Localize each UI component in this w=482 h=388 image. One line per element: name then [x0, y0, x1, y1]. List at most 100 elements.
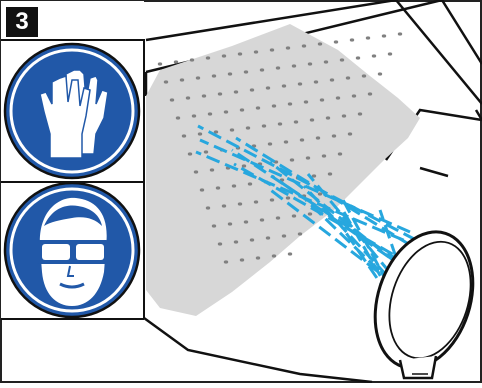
nozzle-dot: [266, 86, 270, 89]
nozzle-dot: [366, 36, 370, 39]
nozzle-dot: [290, 158, 294, 161]
nozzle-dot: [310, 118, 314, 121]
nozzle-dot: [244, 70, 248, 73]
nozzle-dot: [158, 62, 162, 65]
nozzle-dot: [250, 88, 254, 91]
nozzle-dot: [182, 134, 186, 137]
nozzle-dot: [254, 50, 258, 53]
nozzle-dot: [284, 140, 288, 143]
nozzle-dot: [222, 54, 226, 57]
nozzle-dot: [218, 242, 222, 245]
nozzle-dot: [340, 58, 344, 61]
nozzle-dot: [210, 168, 214, 171]
nozzle-dot: [246, 126, 250, 129]
nozzle-dot: [346, 76, 350, 79]
nozzle-dot: [240, 258, 244, 261]
nozzle-dot: [198, 132, 202, 135]
nozzle-dot: [324, 60, 328, 63]
nozzle-dot: [368, 92, 372, 95]
nozzle-dot: [248, 182, 252, 185]
nozzle-dot: [320, 98, 324, 101]
nozzle-dot: [240, 108, 244, 111]
nozzle-dot: [356, 56, 360, 59]
nozzle-dot: [196, 76, 200, 79]
nozzle-dot: [268, 142, 272, 145]
nozzle-dot: [278, 122, 282, 125]
nozzle-dot: [222, 204, 226, 207]
nozzle-dot: [358, 112, 362, 115]
nozzle-dot: [218, 92, 222, 95]
nozzle-dot: [186, 96, 190, 99]
nozzle-dot: [192, 114, 196, 117]
nozzle-dot: [352, 94, 356, 97]
nozzle-dot: [330, 78, 334, 81]
nozzle-dot: [350, 38, 354, 41]
nozzle-dot: [382, 34, 386, 37]
nozzle-dot: [308, 212, 312, 215]
nozzle-dot: [200, 188, 204, 191]
step-number-badge: 3: [6, 7, 38, 37]
nozzle-dot: [316, 136, 320, 139]
nozzle-dot: [212, 74, 216, 77]
nozzle-dot: [254, 200, 258, 203]
nozzle-dot: [372, 54, 376, 57]
nozzle-dot: [298, 232, 302, 235]
nozzle-dot: [292, 214, 296, 217]
nozzle-dot: [188, 152, 192, 155]
nozzle-dot: [332, 134, 336, 137]
nozzle-dot: [228, 222, 232, 225]
nozzle-dot: [276, 216, 280, 219]
nozzle-dot: [224, 260, 228, 263]
protective-gloves-sign: [5, 44, 139, 178]
nozzle-dot: [282, 84, 286, 87]
nozzle-dot: [194, 170, 198, 173]
nozzle-dot: [286, 46, 290, 49]
nozzle-dot: [224, 110, 228, 113]
nozzle-dot: [238, 202, 242, 205]
nozzle-dot: [270, 48, 274, 51]
nozzle-dot: [234, 90, 238, 93]
nozzle-dot: [190, 58, 194, 61]
nozzle-dot: [288, 102, 292, 105]
nozzle-dot: [262, 124, 266, 127]
nozzle-dot: [234, 240, 238, 243]
nozzle-dot: [176, 116, 180, 119]
nozzle-dot: [180, 78, 184, 81]
nozzle-dot: [306, 156, 310, 159]
nozzle-dot: [174, 60, 178, 63]
nozzle-dot: [322, 154, 326, 157]
nozzle-dot: [298, 82, 302, 85]
nozzle-dot: [338, 152, 342, 155]
nozzle-dot: [206, 206, 210, 209]
nozzle-dot: [266, 236, 270, 239]
nozzle-dot: [260, 68, 264, 71]
nozzle-dot: [206, 56, 210, 59]
nozzle-dot: [334, 40, 338, 43]
nozzle-dot: [270, 198, 274, 201]
nozzle-dot: [348, 132, 352, 135]
nozzle-dot: [314, 80, 318, 83]
nozzle-dot: [326, 116, 330, 119]
nozzle-dot: [260, 218, 264, 221]
nozzle-dot: [336, 96, 340, 99]
nozzle-dot: [388, 52, 392, 55]
nozzle-dot: [318, 42, 322, 45]
nozzle-dot: [228, 72, 232, 75]
nozzle-dot: [170, 98, 174, 101]
nozzle-dot: [230, 128, 234, 131]
nozzle-dot: [164, 80, 168, 83]
nozzle-dot: [204, 150, 208, 153]
nozzle-dot: [342, 114, 346, 117]
nozzle-dot: [212, 224, 216, 227]
nozzle-dot: [378, 72, 382, 75]
nozzle-dot: [294, 120, 298, 123]
nozzle-dot: [244, 220, 248, 223]
nozzle-dot: [328, 172, 332, 175]
nozzle-dot: [232, 184, 236, 187]
nozzle-dot: [208, 112, 212, 115]
nozzle-dot: [308, 62, 312, 65]
nozzle-dot: [256, 106, 260, 109]
nozzle-dot: [292, 64, 296, 67]
